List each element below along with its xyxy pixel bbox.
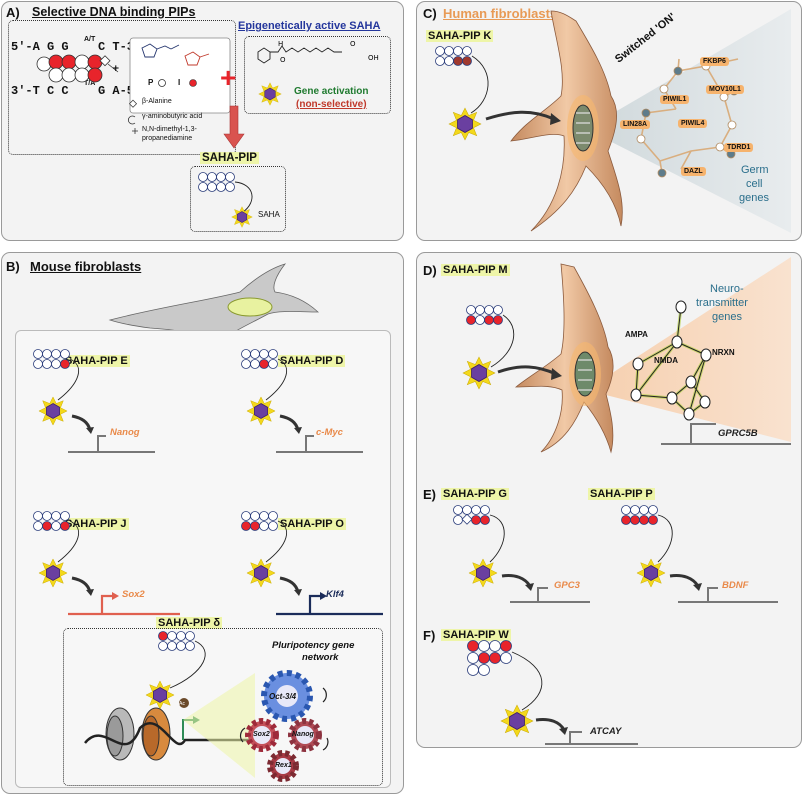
neuro-label-1: Neuro- (710, 283, 744, 295)
panel-f-label: F) (423, 628, 436, 643)
saha-pip-g-diagram (453, 505, 590, 603)
gene-atcay: ATCAY (590, 726, 622, 737)
delta-box (63, 628, 383, 786)
non-selective-label: (non-selective) (296, 99, 367, 110)
legend-i: I (178, 78, 181, 87)
gene-sox2: Sox2 (122, 589, 145, 600)
gene-lin28a: LIN28A (620, 120, 651, 129)
gene-tdrd1: TDRD1 (724, 143, 754, 152)
saha-pip-d-label: SAHA-PIP D (278, 355, 346, 367)
saha-pip-m-label: SAHA-PIP M (441, 264, 510, 276)
gene-gpc3: GPC3 (554, 580, 580, 591)
dna-top-strand: 5'-A G G (11, 40, 69, 54)
saha-pip-o-diagram (241, 511, 383, 616)
panel-c-title: Human fibroblasts (443, 6, 558, 21)
panel-b-label: B) (6, 259, 20, 274)
panel-c-label: C) (423, 6, 437, 21)
panel-a-title: Selective DNA binding PIPs (32, 5, 196, 19)
neuro-label-3: genes (712, 311, 742, 323)
saha-pip-e-label: SAHA-PIP E (63, 355, 130, 367)
dna-bottom-mid: T/A (84, 80, 96, 87)
gene-nrxn: NRXN (712, 348, 735, 357)
pip-structure-box (8, 20, 236, 155)
legend-beta-alanine: β-Alanine (142, 98, 172, 105)
down-arrow (223, 105, 245, 149)
saha-pip-box (190, 166, 286, 232)
network-title-2: network (302, 652, 339, 663)
gene-mov10l1: MOV10L1 (706, 85, 744, 94)
svg-text:OH: OH (368, 54, 379, 62)
neuro-label-2: transmitter (696, 297, 748, 309)
gene-gprc5b: GPRC5B (718, 428, 758, 439)
pip-hairpin-diagram: + (36, 37, 231, 134)
gene-nanog-gear: Nanog (292, 731, 314, 738)
saha-pip-j-label: SAHA-PIP J (63, 518, 129, 530)
network-title-1: Pluripotency gene (272, 640, 355, 651)
legend-gaba: γ-aminobutyric acid (142, 113, 203, 120)
panel-d-diagram (462, 257, 791, 454)
saha-title: Epigenetically active SAHA (238, 20, 381, 32)
gene-oct34: Oct-3/4 (269, 692, 297, 701)
saha-pip-w-diagram (467, 640, 638, 745)
saha-burst-icon (258, 82, 282, 106)
germ-cell-label-1: Germ (741, 164, 769, 176)
svg-text:H: H (278, 40, 283, 48)
germ-cell-label-2: cell (746, 178, 763, 190)
saha-pip-p-diagram (621, 505, 778, 603)
gene-klf4: Klf4 (326, 589, 344, 600)
saha-pip-o-label: SAHA-PIP O (278, 518, 346, 530)
panel-a-label: A) (6, 5, 20, 20)
saha-pip-label: SAHA-PIP (200, 152, 259, 164)
germ-cell-label-3: genes (739, 192, 769, 204)
saha-pip-k-label: SAHA-PIP K (426, 30, 494, 42)
saha-small-label: SAHA (258, 210, 280, 219)
gene-sox2-gear: Sox2 (253, 731, 270, 738)
legend-p: P (148, 78, 154, 87)
gene-nanog: Nanog (110, 427, 140, 438)
panel-c-diagram (435, 9, 791, 233)
gene-fkbp6: FKBP6 (700, 57, 729, 66)
legend-dimethyl-1: N,N-dimethyl-1,3- (142, 126, 197, 133)
saha-pip-w-label: SAHA-PIP W (441, 629, 511, 641)
svg-text:O: O (280, 56, 286, 64)
saha-pip-molecule (198, 172, 253, 228)
saha-pip-g-label: SAHA-PIP G (441, 488, 509, 500)
plus-sign: + (220, 62, 237, 93)
svg-text:+: + (112, 64, 120, 74)
svg-text:O: O (350, 40, 356, 48)
saha-box (244, 36, 391, 114)
gene-ampa: AMPA (625, 330, 648, 339)
panel-d-label: D) (423, 263, 437, 278)
panel-e-label: E) (423, 487, 436, 502)
saha-pip-delta-diagram: Ac (84, 631, 329, 782)
gene-activation-label: Gene activation (294, 86, 369, 97)
legend-dimethyl-2: propanediamine (142, 135, 193, 142)
saha-pip-j-diagram (33, 511, 180, 616)
gene-c-myc: c-Myc (316, 427, 343, 438)
svg-text:Ac: Ac (179, 701, 185, 707)
panel-b-title: Mouse fibroblasts (30, 259, 142, 274)
saha-structure: H O O OH (257, 40, 379, 64)
saha-pip-delta-label: SAHA-PIP δ (156, 617, 223, 629)
gene-rex1-gear: Rex1 (275, 762, 292, 769)
gene-piwil4: PIWIL4 (678, 119, 708, 128)
gene-dazl: DAZL (681, 167, 706, 176)
gene-nmda: NMDA (654, 356, 678, 365)
saha-pip-e-diagram (33, 349, 155, 453)
saha-pip-p-label: SAHA-PIP P (588, 488, 655, 500)
gene-piwil1: PIWIL1 (660, 95, 690, 104)
dna-bottom-strand: 3'-T C C (11, 84, 69, 98)
saha-pip-d-diagram (241, 349, 363, 453)
dna-top-mid: A/T (84, 36, 96, 43)
gene-bdnf: BDNF (722, 580, 749, 591)
oct-gear (261, 670, 313, 722)
